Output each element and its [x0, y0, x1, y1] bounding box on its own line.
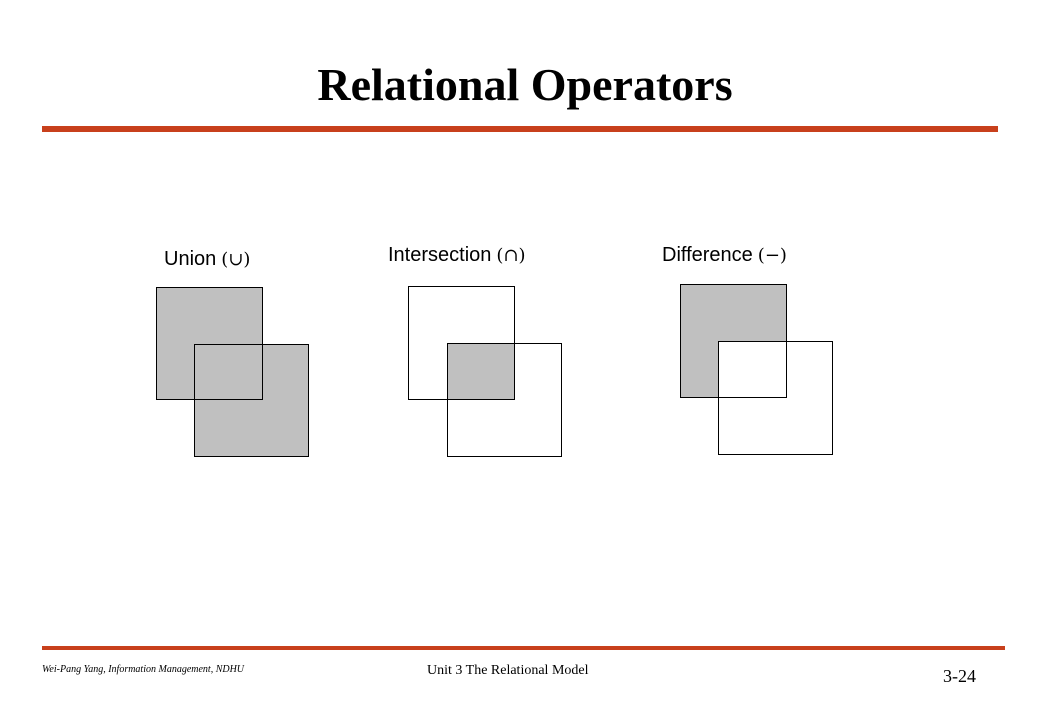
footer-author: Wei-Pang Yang, Information Management, N… — [42, 664, 245, 675]
difference-symbol: (−) — [757, 245, 787, 266]
intersection-symbol: (∩) — [496, 245, 526, 266]
footer-divider — [42, 646, 1005, 650]
intersection-label-text: Intersection — [388, 244, 492, 266]
page-number: 3-24 — [943, 666, 976, 686]
title-divider — [42, 126, 998, 132]
union-relation-b — [194, 344, 309, 457]
slide-title: Relational Operators — [317, 59, 733, 110]
union-relation-a-outline — [156, 287, 263, 400]
intersection-relation-b — [447, 343, 562, 457]
difference-label-text: Difference — [662, 244, 753, 266]
intersection-label: Intersection(∩) — [388, 244, 526, 267]
footer-unit: Unit 3 The Relational Model — [427, 663, 589, 678]
union-label-text: Union — [164, 248, 217, 270]
difference-relation-a-outline — [680, 284, 787, 398]
intersection-overlap — [447, 343, 515, 400]
difference-label: Difference(−) — [662, 244, 787, 267]
difference-relation-b — [718, 341, 833, 455]
union-label: Union(∪) — [164, 248, 250, 271]
union-symbol: (∪) — [221, 249, 251, 270]
